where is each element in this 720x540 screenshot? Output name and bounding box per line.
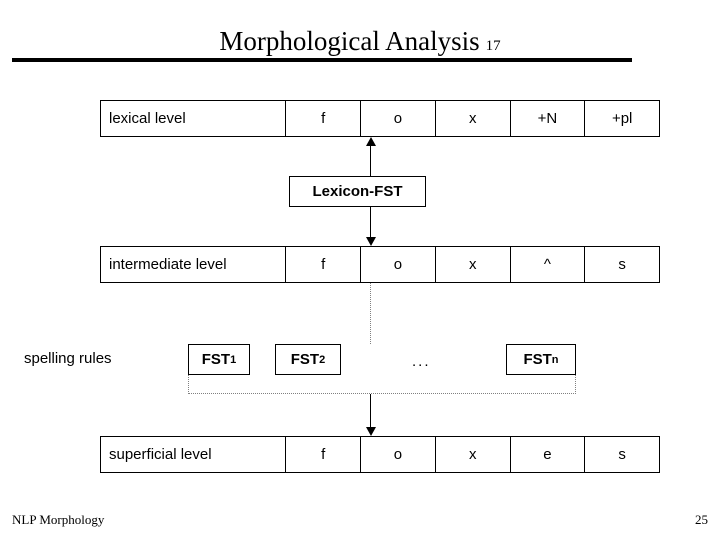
table-cell: x [434,247,510,282]
footer-left-text: NLP Morphology [12,512,105,527]
page-title-text: Morphological Analysis [219,26,480,56]
fst-1-label: FST [201,351,231,368]
table-cell: o [360,247,435,282]
dotted-connector [370,283,371,344]
fst-2-subscript: 2 [319,353,326,366]
spelling-rules-label: spelling rules [24,350,112,367]
table-cell: f [285,437,360,472]
lexicon-fst-box: Lexicon-FST [289,176,426,207]
fst-1-subscript: 1 [230,353,237,366]
title-divider [12,58,632,62]
table-cell: x [434,101,510,136]
arrow-down-icon-2 [366,427,376,436]
lexicon-fst-label: Lexicon-FST [312,183,403,200]
table-cell: ^ [509,247,585,282]
fst-n-subscript: n [551,353,559,366]
intermediate-level-label: intermediate level [109,256,227,273]
table-cell: +pl [584,101,659,136]
superficial-level-label: superficial level [109,446,212,463]
table-cell: o [360,437,435,472]
arrow-down-line-1 [370,207,371,237]
table-cell: s [584,437,659,472]
table-cell: s [584,247,659,282]
arrow-down-icon-1 [366,237,376,246]
arrow-up-icon [366,137,376,146]
arrow-up-line [370,146,371,176]
superficial-level-row: superficial level f o x e s [100,436,660,473]
fst-2-label: FST [290,351,320,368]
table-cell: e [509,437,585,472]
arrow-down-line-2 [370,394,371,427]
footer-page-number: 25 [695,512,708,527]
page-title-superscript: 17 [485,38,501,54]
fst-ellipsis: ... [412,353,431,370]
table-cell: +N [509,101,585,136]
intermediate-level-row: intermediate level f o x ^ s [100,246,660,283]
table-cell: x [434,437,510,472]
fst-n-label: FST [523,351,552,368]
table-cell: f [285,247,360,282]
table-cell: o [360,101,435,136]
lexical-level-row: lexical level f o x +N +pl [100,100,660,137]
table-cell: f [285,101,360,136]
lexical-level-label: lexical level [109,110,186,127]
page-title: Morphological Analysis 17 [0,26,720,57]
